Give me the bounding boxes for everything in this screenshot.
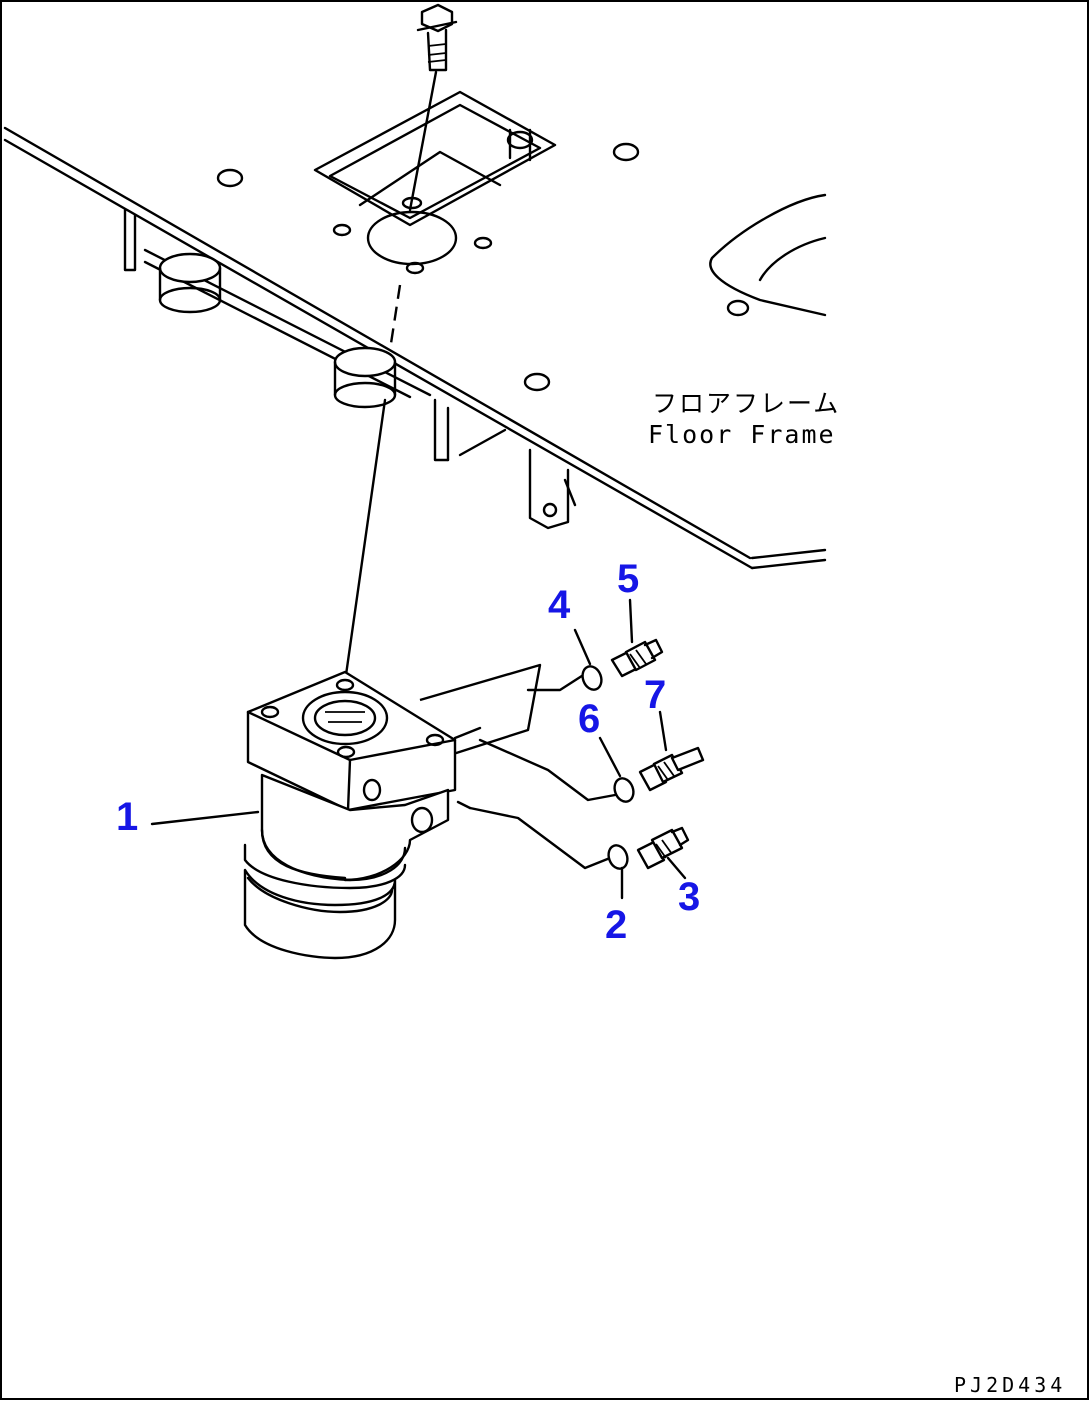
- o-ring-part-6: [613, 777, 635, 803]
- leader-1: [150, 810, 260, 826]
- bolt-leader-line: [408, 70, 438, 212]
- valve-leader-line: [343, 398, 387, 684]
- mounting-bolt: [416, 3, 458, 72]
- o-ring-part-2: [607, 844, 629, 870]
- callout-4: 4: [548, 583, 571, 627]
- leader-3: [666, 856, 687, 880]
- callout-5: 5: [617, 557, 639, 601]
- floor-frame: [3, 90, 827, 570]
- steering-valve: [243, 663, 542, 960]
- bolt-hidden-line: [388, 284, 402, 351]
- port-line-6: [478, 738, 617, 802]
- floor-frame-label-en: Floor Frame: [648, 420, 836, 449]
- fitting-part-7: [638, 746, 705, 792]
- port-line-4: [526, 670, 590, 692]
- leader-7: [658, 710, 668, 752]
- fitting-part-5: [610, 638, 664, 678]
- leader-4: [573, 628, 592, 666]
- callout-6: 6: [578, 697, 600, 741]
- leader-6: [598, 736, 622, 778]
- callout-3: 3: [678, 875, 700, 919]
- drawing-code: PJ2D434: [954, 1373, 1066, 1397]
- floor-frame-label-jp: フロアフレーム: [652, 389, 840, 418]
- callout-2: 2: [605, 903, 627, 947]
- o-ring-part-4: [581, 665, 603, 691]
- leader-5: [628, 598, 634, 644]
- callout-1: 1: [116, 795, 138, 839]
- port-line-2: [468, 806, 612, 870]
- fitting-part-3: [636, 826, 690, 870]
- callout-7: 7: [644, 673, 666, 717]
